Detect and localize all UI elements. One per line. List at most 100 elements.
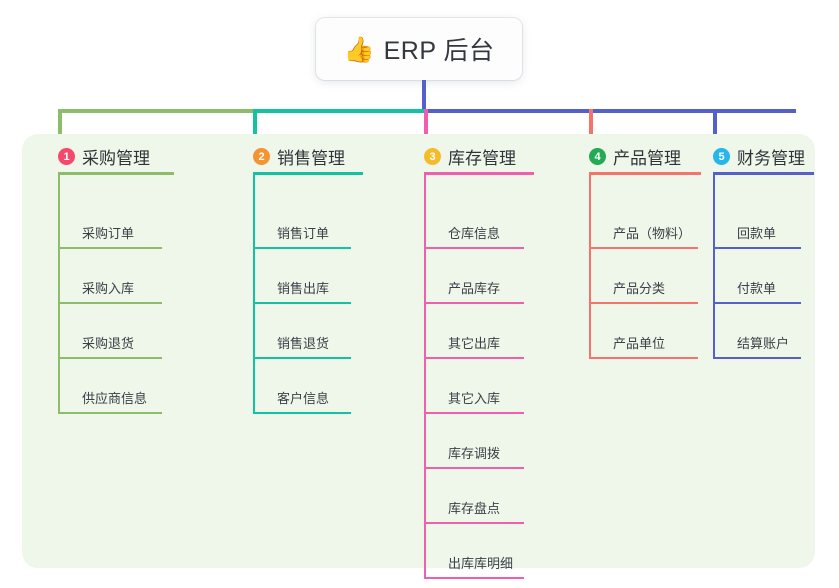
leaf-rule — [424, 522, 524, 524]
column-spine-4 — [589, 172, 591, 359]
column-badge-2: 2 — [253, 148, 270, 165]
leaf-item[interactable]: 其它入库 — [424, 359, 524, 414]
root-title: ERP 后台 — [383, 37, 495, 65]
segment-blue — [424, 109, 796, 113]
leaf-label: 其它出库 — [448, 336, 501, 351]
leaf-rule — [424, 577, 524, 579]
column-stub-3 — [424, 109, 428, 148]
leaf-rule — [424, 467, 524, 469]
leaf-rule — [589, 247, 698, 249]
column-title-2: 销售管理 — [277, 149, 345, 168]
leaf-rule — [589, 302, 698, 304]
leaf-label: 其它入库 — [448, 391, 501, 406]
leaf-rule — [253, 302, 351, 304]
leaf-label: 出库库明细 — [448, 556, 514, 571]
leaf-item[interactable]: 产品（物料） — [589, 194, 698, 249]
leaf-label: 销售订单 — [277, 226, 330, 241]
column-title-3: 库存管理 — [448, 149, 516, 168]
column-spine-2 — [253, 172, 255, 414]
column-4: 4 产品管理产品（物料） 产品分类产品单位 — [589, 134, 741, 568]
column-3: 3 库存管理仓库信息产品库存其它出库其它入库库存调拨库存盘点出库库明细 — [424, 134, 574, 579]
leaf-label: 库存调拨 — [448, 446, 501, 461]
leaf-item[interactable]: 产品库存 — [424, 249, 524, 304]
column-badge-1: 1 — [58, 148, 75, 165]
leaf-rule — [253, 247, 351, 249]
root-stem-connector — [422, 80, 426, 112]
column-header-5[interactable]: 5 财务管理 — [713, 144, 805, 169]
column-title-1: 采购管理 — [82, 149, 150, 168]
column-header-4[interactable]: 4 产品管理 — [589, 144, 681, 169]
leaf-rule — [713, 247, 801, 249]
leaf-label: 库存盘点 — [448, 501, 501, 516]
column-stub-5 — [713, 109, 717, 148]
column-rule-4 — [589, 172, 701, 175]
leaf-label: 产品分类 — [613, 281, 666, 296]
thumbs-up-icon: 👍 — [343, 34, 375, 64]
leaf-item[interactable]: 产品分类 — [589, 249, 698, 304]
leaf-item[interactable]: 结算账户 — [713, 304, 801, 359]
root-node[interactable]: 👍 ERP 后台 — [316, 18, 522, 80]
leaf-item[interactable]: 销售订单 — [253, 194, 351, 249]
column-title-5: 财务管理 — [737, 149, 805, 168]
column-stub-1 — [58, 109, 62, 148]
leaf-item[interactable]: 供应商信息 — [58, 359, 162, 414]
leaf-label: 产品库存 — [448, 281, 501, 296]
leaf-rule — [424, 357, 524, 359]
segment-teal — [253, 109, 424, 113]
column-rule-1 — [58, 172, 174, 175]
leaf-item[interactable]: 采购退货 — [58, 304, 162, 359]
leaf-label: 采购入库 — [82, 281, 135, 296]
column-5: 5 财务管理回款单付款单结算账户 — [713, 134, 839, 568]
leaf-label: 销售退货 — [277, 336, 330, 351]
leaf-item[interactable]: 库存调拨 — [424, 414, 524, 469]
leaf-rule — [713, 302, 801, 304]
leaf-item[interactable]: 采购订单 — [58, 194, 162, 249]
leaf-item[interactable]: 产品单位 — [589, 304, 698, 359]
column-badge-4: 4 — [589, 148, 606, 165]
column-spine-1 — [58, 172, 60, 414]
segment-green — [58, 109, 253, 113]
leaf-item[interactable]: 付款单 — [713, 249, 801, 304]
column-rule-5 — [713, 172, 814, 175]
leaf-rule — [58, 302, 162, 304]
column-spine-3 — [424, 172, 426, 579]
leaf-item[interactable]: 采购入库 — [58, 249, 162, 304]
leaf-rule — [58, 247, 162, 249]
column-rule-2 — [253, 172, 363, 175]
leaf-rule — [589, 357, 698, 359]
leaf-item[interactable]: 销售出库 — [253, 249, 351, 304]
leaf-item[interactable]: 其它出库 — [424, 304, 524, 359]
column-1: 1 采购管理采购订单采购入库采购退货供应商信息 — [58, 134, 214, 568]
column-stub-2 — [253, 109, 257, 148]
leaf-label: 采购退货 — [82, 336, 135, 351]
leaf-label: 采购订单 — [82, 226, 135, 241]
leaf-rule — [424, 247, 524, 249]
content-panel — [22, 134, 815, 568]
column-title-4: 产品管理 — [613, 149, 681, 168]
leaf-item[interactable]: 出库库明细 — [424, 524, 524, 579]
leaf-rule — [58, 357, 162, 359]
column-badge-3: 3 — [424, 148, 441, 165]
column-header-2[interactable]: 2 销售管理 — [253, 144, 345, 169]
leaf-rule — [713, 357, 801, 359]
column-header-3[interactable]: 3 库存管理 — [424, 144, 516, 169]
leaf-label: 产品（物料） — [613, 226, 692, 241]
leaf-item[interactable]: 客户信息 — [253, 359, 351, 414]
leaf-rule — [253, 412, 351, 414]
column-stub-4 — [589, 109, 593, 148]
leaf-label: 结算账户 — [737, 336, 790, 351]
leaf-label: 销售出库 — [277, 281, 330, 296]
leaf-item[interactable]: 销售退货 — [253, 304, 351, 359]
leaf-label: 产品单位 — [613, 336, 666, 351]
column-header-1[interactable]: 1 采购管理 — [58, 144, 150, 169]
column-2: 2 销售管理销售订单销售出库销售退货客户信息 — [253, 134, 403, 568]
leaf-item[interactable]: 仓库信息 — [424, 194, 524, 249]
leaf-rule — [424, 302, 524, 304]
leaf-label: 供应商信息 — [82, 391, 148, 406]
column-spine-5 — [713, 172, 715, 359]
leaf-rule — [424, 412, 524, 414]
column-badge-5: 5 — [713, 148, 730, 165]
leaf-item[interactable]: 库存盘点 — [424, 469, 524, 524]
leaf-item[interactable]: 回款单 — [713, 194, 801, 249]
